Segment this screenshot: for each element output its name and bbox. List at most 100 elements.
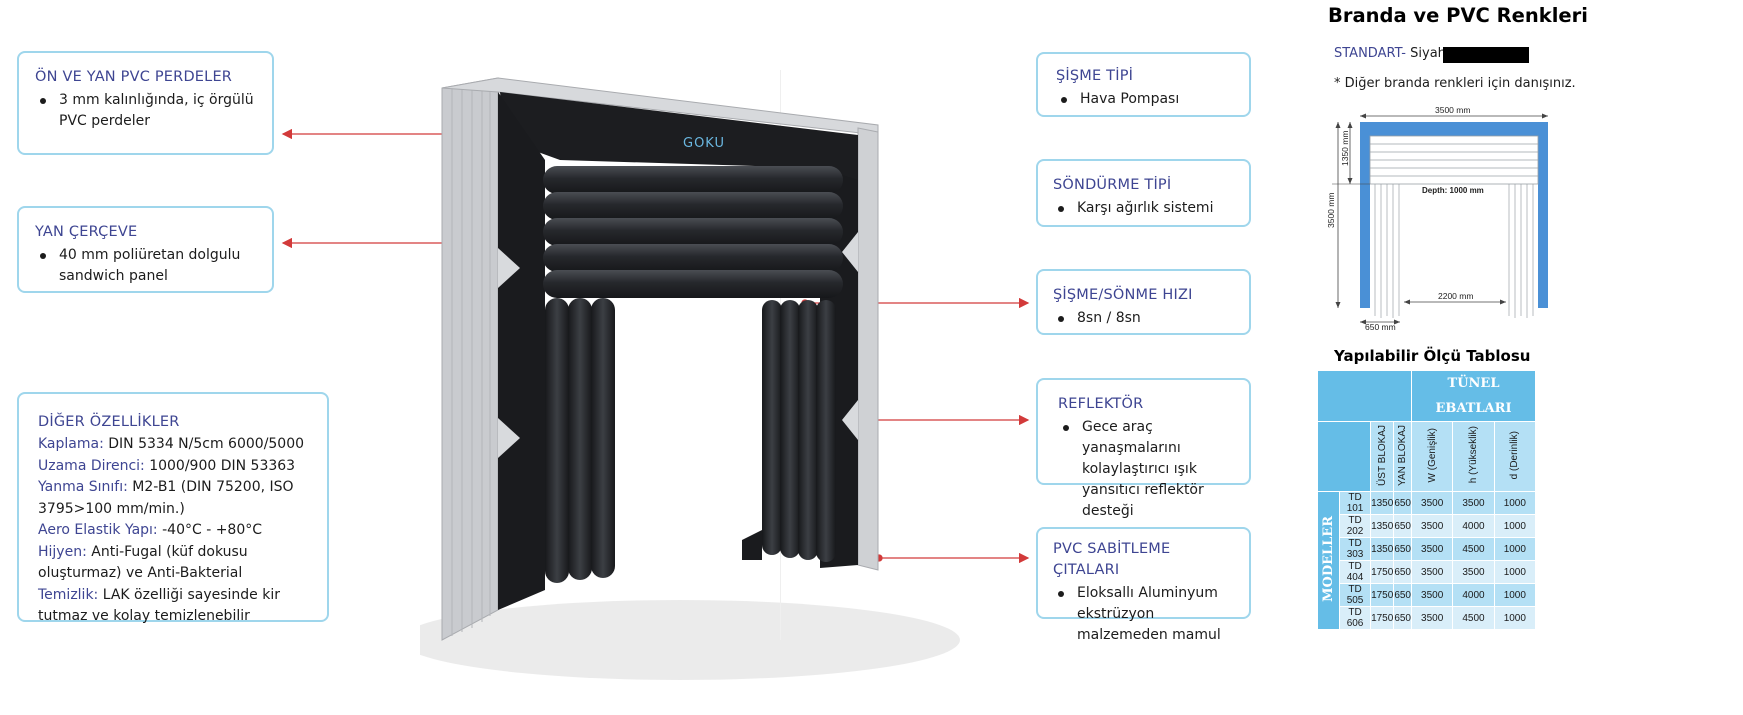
property-line-fire-class: Yanma Sınıfı: M2-B1 (DIN 75200, ISO 3795… (38, 477, 311, 520)
table-cell: 1000 (1493, 537, 1537, 561)
feature-card-inflation-type: ŞİŞME TİPİ Hava Pompası (1036, 52, 1251, 117)
table-corner (1317, 370, 1412, 422)
property-value: -40°C - +80°C (162, 522, 263, 538)
model-cell: TD 303 (1338, 537, 1372, 561)
reflector-left-lower (498, 418, 520, 458)
table-row: MODELLER TD 101 1350 650 3500 3500 1000 (1317, 491, 1537, 630)
size-table: TÜNEL EBATLARI ÜST BLOKAJ YAN BLOKAJ W (… (1316, 370, 1537, 630)
top-curtain (500, 92, 858, 185)
feature-title: YAN ÇERÇEVE (35, 224, 138, 240)
size-table-wrap: TÜNEL EBATLARI ÜST BLOKAJ YAN BLOKAJ W (… (1316, 370, 1537, 630)
reflector-right-upper (842, 232, 858, 272)
left-vertical-tubes (545, 298, 615, 583)
total-height-label: 3500 mm (1326, 193, 1336, 228)
feature-bullet: 3 mm kalınlığında, iç örgülü PVC perdele… (35, 90, 256, 132)
table-row: TD 303 1350 650 3500 4500 1000 (1318, 537, 1537, 561)
feature-card-inflation-speed: ŞİŞME/SÖNME HIZI 8sn / 8sn (1036, 269, 1251, 335)
table-cell: 3500 (1452, 491, 1495, 515)
feature-bullet: 8sn / 8sn (1053, 308, 1233, 329)
feature-list: Eloksallı Aluminyum ekstrüzyon malzemede… (1053, 583, 1237, 646)
table-cell: 1000 (1493, 491, 1537, 515)
model-cell: TD 505 (1338, 583, 1372, 607)
frame-left (1360, 122, 1370, 308)
feature-card-deflation-type: SÖNDÜRME TİPİ Karşı ağırlık sistemi (1036, 159, 1251, 227)
column-header: d (Derinlik) (1493, 421, 1537, 492)
standard-color-value: Siyah (1410, 46, 1446, 61)
table-cell: 650 (1393, 583, 1412, 607)
feature-bullet: Karşı ağırlık sistemi (1053, 198, 1233, 219)
dock-shelter-illustration: GOKU (420, 70, 960, 680)
property-key: Uzama Direnci: (38, 457, 145, 474)
table-cell: 3500 (1410, 514, 1454, 538)
property-line-hygiene: Hijyen: Anti-Fugal (küf dokusu oluşturma… (38, 542, 311, 585)
table-cell: 1350 (1370, 537, 1395, 561)
model-cell: TD 404 (1338, 560, 1372, 584)
tunnel-dimensions-header: TÜNEL EBATLARI (1411, 370, 1536, 422)
table-row: TD 606 1750 650 3500 4500 1000 (1318, 606, 1537, 630)
property-key: Yanma Sınıfı: (38, 479, 128, 495)
feature-bullet: Hava Pompası (1056, 89, 1233, 110)
column-header: W (Genişlik) (1410, 421, 1454, 492)
frame-right (1538, 122, 1548, 308)
table-cell: 1000 (1493, 514, 1537, 538)
feature-list: Karşı ağırlık sistemi (1053, 198, 1233, 219)
models-label: MODELLER (1317, 491, 1340, 630)
frame-top (1360, 122, 1548, 136)
table-cell: 4500 (1452, 606, 1495, 630)
property-line-coating: Kaplama: DIN 5334 N/5cm 6000/5000 (38, 434, 311, 456)
top-frame (441, 77, 879, 136)
table-cell: 4000 (1452, 514, 1495, 538)
left-curtain (498, 92, 545, 610)
property-value: 1000/900 DIN 53363 (149, 457, 296, 474)
property-key: Temizlik: (38, 586, 99, 603)
table-cell: 3500 (1452, 560, 1495, 584)
model-cell: TD 202 (1338, 514, 1372, 538)
table-cell: 650 (1393, 514, 1412, 538)
property-line-cleaning: Temizlik: LAK özelliği sayesinde kir tut… (38, 585, 311, 628)
property-line-elongation: Uzama Direnci: 1000/900 DIN 53363 (38, 456, 311, 478)
feature-list: 3 mm kalınlığında, iç örgülü PVC perdele… (35, 90, 256, 132)
property-value: M2-B1 (DIN 75200, ISO 3795>100 mm/min.) (38, 479, 294, 517)
feature-list: Hava Pompası (1056, 89, 1233, 110)
table-header-blank (1316, 421, 1372, 492)
table-cell: 650 (1393, 537, 1412, 561)
color-swatch (1443, 47, 1529, 63)
opening-label: 2200 mm (1438, 291, 1473, 301)
property-line-aero-elastic: Aero Elastik Yapı: -40°C - +80°C (38, 520, 311, 542)
table-cell: 3500 (1410, 583, 1454, 607)
table-cell: 3500 (1410, 491, 1454, 515)
table-cell: 1000 (1493, 583, 1537, 607)
table-row: TD 404 1750 650 3500 3500 1000 (1318, 560, 1537, 584)
table-cell: 650 (1393, 491, 1412, 515)
table-cell: 4000 (1452, 583, 1495, 607)
side-width-label: 650 mm (1365, 322, 1396, 332)
feature-card-pvc-strips: PVC SABİTLEME ÇITALARI Eloksallı Aluminy… (1036, 527, 1251, 643)
other-features-card: DİĞER ÖZELLİKLER Kaplama: DIN 5334 N/5cm… (17, 392, 329, 624)
table-cell: 1350 (1370, 514, 1395, 538)
feature-list: 40 mm poliüretan dolgulu sandwich panel (35, 245, 256, 287)
size-table-title: Yapılabilir Ölçü Tablosu (1334, 347, 1531, 365)
table-cell: 1750 (1370, 560, 1395, 584)
table-cell: 3500 (1410, 537, 1454, 561)
feature-title: ÖN VE YAN PVC PERDELER (35, 69, 233, 85)
column-header: YAN BLOKAJ (1393, 421, 1412, 492)
table-cell: 1750 (1370, 606, 1395, 630)
color-note: * Diğer branda renkleri için danışınız. (1334, 76, 1576, 91)
dimension-drawing: 3500 mm Depth: 1000 mm (1326, 105, 1548, 332)
colors-panel-title: Branda ve PVC Renkleri (1328, 4, 1588, 27)
depth-label: Depth: 1000 mm (1422, 186, 1484, 195)
table-row: TD 505 1750 650 3500 4000 1000 (1318, 583, 1537, 607)
horizontal-inflatable-tubes (543, 166, 843, 298)
table-cell: 1750 (1370, 583, 1395, 607)
feature-card-reflector: REFLEKTÖR Gece araç yanaşmalarını kolayl… (1036, 378, 1251, 519)
property-key: Hijyen: (38, 543, 87, 560)
other-features-title: DİĞER ÖZELLİKLER (38, 414, 180, 430)
feature-title: ŞİŞME/SÖNME HIZI (1053, 287, 1193, 303)
standard-color-label: STANDART- Siyah (1334, 46, 1446, 61)
width-label: 3500 mm (1435, 105, 1470, 115)
table-cell: 4500 (1452, 537, 1495, 561)
column-header: h (Yükseklik) (1452, 421, 1495, 492)
table-cell: 1000 (1493, 560, 1537, 584)
feature-bullet: Gece araç yanaşmalarını kolaylaştırıcı ı… (1058, 417, 1237, 522)
property-value: Anti-Fugal (küf dokusu oluşturmaz) ve An… (38, 543, 248, 582)
